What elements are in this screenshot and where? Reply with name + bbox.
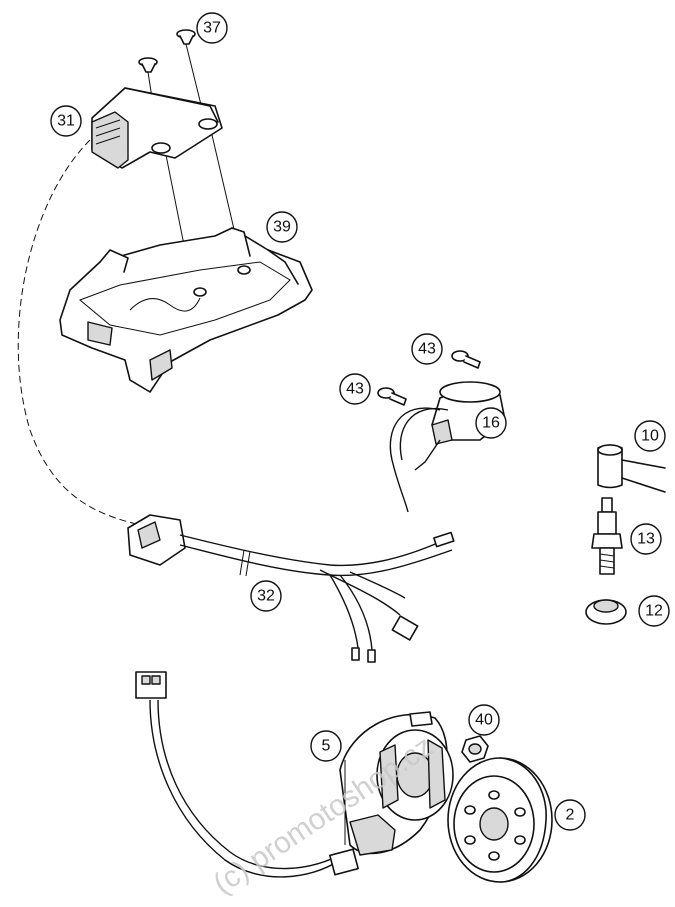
wiring-harness (127, 514, 455, 663)
stator-cable-2 (157, 699, 346, 870)
callout-2: 2 (554, 799, 586, 831)
svg-text:40: 40 (475, 712, 493, 729)
ecu-bracket (59, 227, 313, 393)
stator-cable (149, 699, 341, 878)
ecu-screw-right (176, 29, 196, 45)
callout-31: 31 (50, 105, 82, 137)
coil-screw-upper (451, 350, 481, 369)
callout-5: 5 (310, 730, 342, 762)
svg-text:5: 5 (322, 738, 331, 755)
flywheel-nut (461, 735, 489, 763)
svg-text:37: 37 (203, 20, 221, 37)
svg-text:2: 2 (566, 807, 575, 824)
ecu-unit (91, 87, 223, 169)
svg-text:43: 43 (418, 341, 436, 358)
callout-12: 12 (638, 595, 670, 627)
svg-text:32: 32 (257, 588, 275, 605)
callout-32: 32 (250, 580, 282, 612)
callout-43-lower: 43 (339, 373, 371, 405)
spark-plug (591, 497, 623, 575)
callout-43-upper: 43 (411, 333, 443, 365)
stator-plate (339, 711, 454, 856)
svg-text:13: 13 (637, 531, 655, 548)
spark-plug-washer (585, 599, 627, 625)
svg-text:39: 39 (273, 219, 291, 236)
spark-plug-cap (597, 444, 666, 493)
stator-connector (135, 671, 167, 699)
callout-13: 13 (630, 523, 662, 555)
callout-10: 10 (634, 420, 666, 452)
callout-16: 16 (475, 407, 507, 439)
svg-text:16: 16 (482, 415, 500, 432)
svg-text:10: 10 (641, 428, 659, 445)
callout-40: 40 (468, 704, 500, 736)
ecu-screw-left (138, 57, 158, 73)
callout-39: 39 (266, 211, 298, 243)
flywheel-rotor (447, 757, 553, 883)
connection-dashed-line (17, 139, 141, 526)
svg-text:12: 12 (645, 603, 663, 620)
ignition-coil (389, 381, 506, 513)
svg-text:31: 31 (57, 113, 75, 130)
coil-screw-lower (377, 387, 407, 406)
callout-37: 37 (196, 12, 228, 44)
cable-grommet (329, 848, 359, 876)
svg-text:43: 43 (346, 381, 364, 398)
